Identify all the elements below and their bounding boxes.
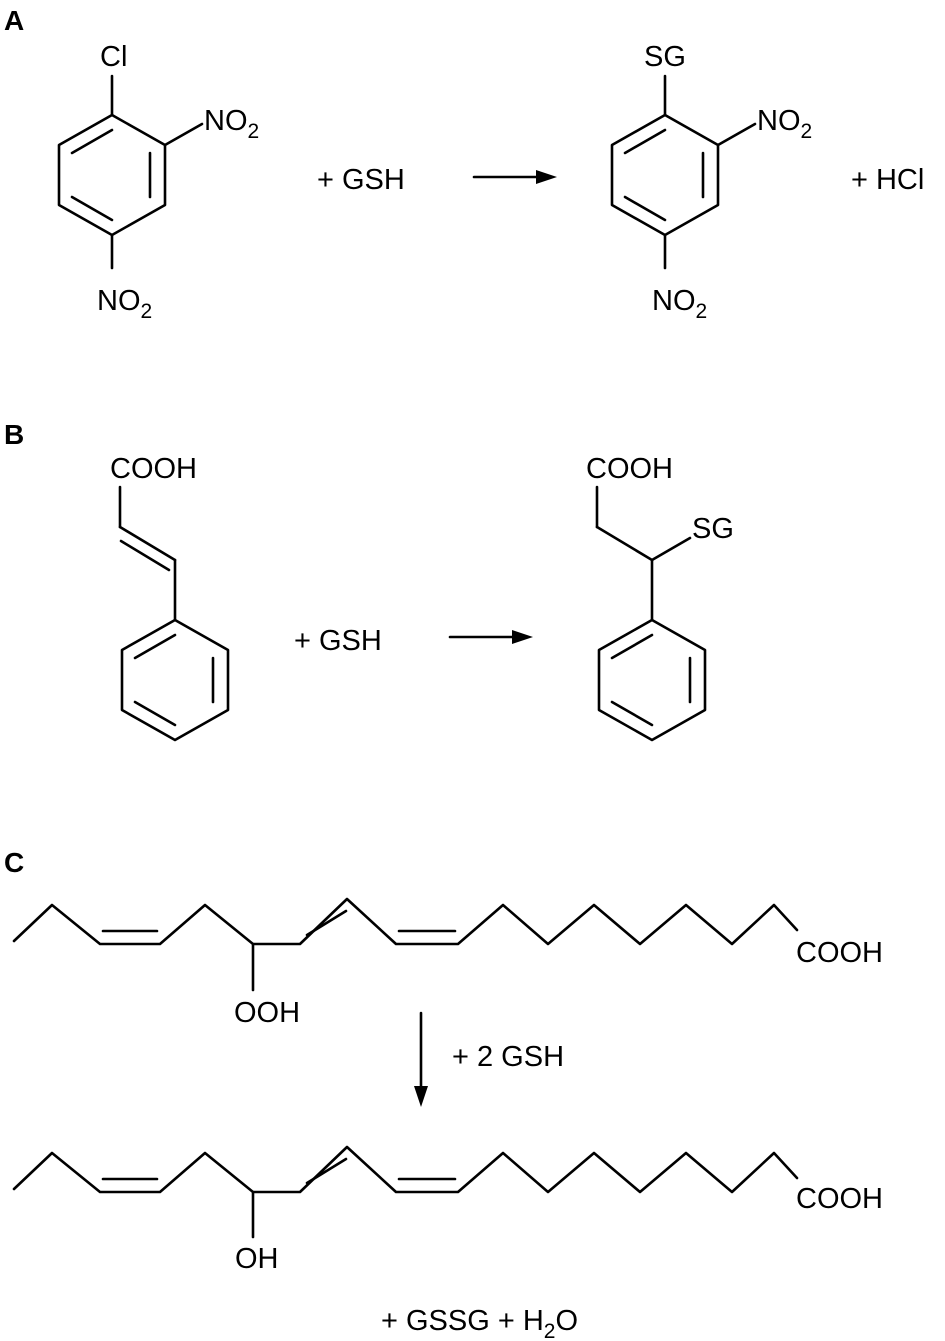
product-a-dnp-glutathione: SG NO2 NO2 [610,41,812,323]
panel-label-b: B [4,419,24,450]
product-c-hydroxy-fatty-acid: OH COOH [12,1145,883,1275]
reaction-arrow-c [414,1011,428,1107]
arrow-head [536,170,557,184]
reaction-arrow-a [472,170,557,184]
hydroperoxy-label: OOH [234,997,300,1029]
carboxyl-label: COOH [796,1183,883,1215]
benzene-ring [120,618,230,742]
plus-hcl: + HCl [851,164,924,196]
panel-label-a: A [4,5,24,36]
hydroxy-label: OH [235,1243,279,1275]
chloro-label: Cl [100,41,127,73]
para-nitro-label: NO2 [97,285,152,323]
arrow-head [512,630,533,644]
ortho-nitro-label: NO2 [757,105,812,143]
carbon-chain [12,1145,799,1194]
product-b-glutathione-conjugate: COOH SG [586,453,734,742]
reactant-b-cinnamic-acid: COOH [110,453,230,742]
plus-gsh-a: + GSH [317,164,405,196]
reactant-a-chlorodinitrobenzene: Cl NO2 NO2 [57,41,259,323]
para-nitro-label: NO2 [652,285,707,323]
plus-gssg-water: + GSSG + H2O [381,1305,578,1341]
panel-label-c: C [4,847,24,878]
glutathione-label: SG [692,513,734,545]
ortho-nitro-label: NO2 [204,105,259,143]
benzene-ring [597,618,707,742]
plus-gsh-b: + GSH [294,625,382,657]
glutathione-label: SG [644,41,686,73]
reaction-arrow-b [448,630,533,644]
plus-2-gsh: + 2 GSH [452,1041,564,1073]
carboxyl-label: COOH [110,453,197,485]
carboxyl-label: COOH [796,937,883,969]
reactant-c-hydroperoxy-fatty-acid: OOH COOH [12,897,883,1029]
arrow-head [414,1086,428,1107]
carbon-chain [12,897,799,946]
carboxyl-label: COOH [586,453,673,485]
